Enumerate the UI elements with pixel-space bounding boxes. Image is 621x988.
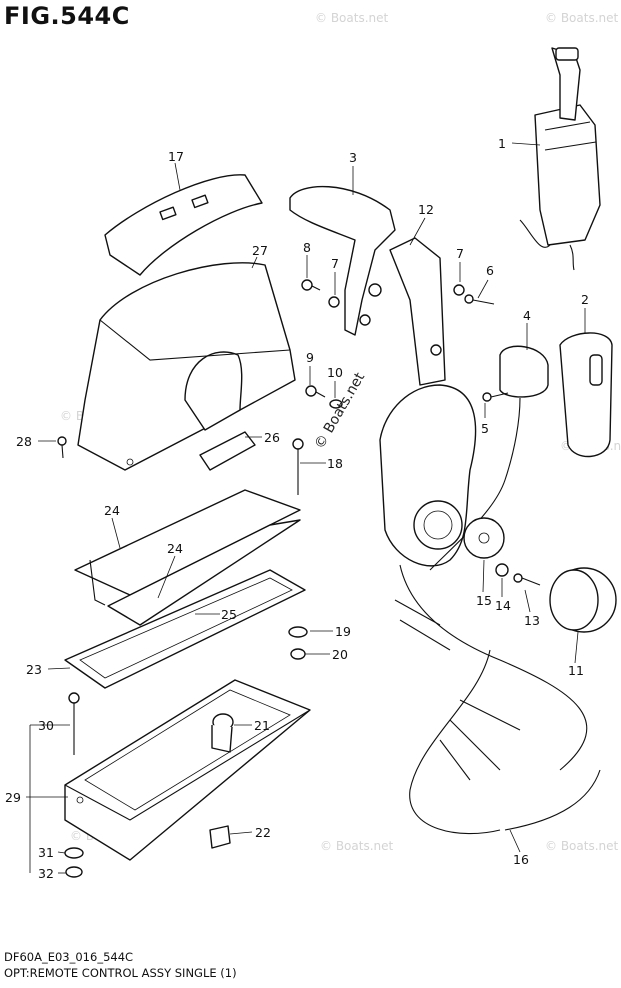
- callout-28[interactable]: 28: [16, 434, 32, 449]
- watermark-faint: © Boats.net: [545, 11, 619, 25]
- callout-22[interactable]: 22: [255, 825, 271, 840]
- callout-24[interactable]: 24: [104, 503, 120, 518]
- part-22-clamp[interactable]: [209, 825, 231, 849]
- part-3-handle-lever[interactable]: [289, 185, 396, 336]
- part-1-remote-control-box[interactable]: [519, 47, 601, 271]
- callout-10[interactable]: 10: [327, 365, 343, 380]
- callout-31[interactable]: 31: [38, 845, 54, 860]
- watermark-faint: © Boats.net: [315, 11, 389, 25]
- callout-1[interactable]: 1: [498, 136, 506, 151]
- callout-19[interactable]: 19: [335, 624, 351, 639]
- part-29-base[interactable]: [64, 679, 311, 861]
- callout-25[interactable]: 25: [221, 607, 237, 622]
- callout-7[interactable]: 7: [456, 246, 464, 261]
- part-2-grip-cover[interactable]: [559, 332, 613, 458]
- watermark-faint: © Boats.net: [545, 839, 619, 853]
- part-28-screw[interactable]: [57, 436, 67, 459]
- callout-26[interactable]: 26: [264, 430, 280, 445]
- part-32-nut[interactable]: [65, 866, 83, 878]
- callout-16[interactable]: 16: [513, 852, 529, 867]
- callout-18[interactable]: 18: [327, 456, 343, 471]
- part-13-screw[interactable]: [513, 573, 541, 586]
- callout-27[interactable]: 27: [252, 243, 268, 258]
- callout-14[interactable]: 14: [495, 598, 511, 613]
- callout-labels: 1 2 3 4 5 6 7 7 8 9 10 11 12 13 14 15 16…: [5, 136, 589, 881]
- callout-24[interactable]: 24: [167, 541, 183, 556]
- part-31-washer[interactable]: [64, 847, 84, 859]
- part-5-screw[interactable]: [482, 392, 509, 402]
- callout-8[interactable]: 8: [303, 240, 311, 255]
- callout-15[interactable]: 15: [476, 593, 492, 608]
- callout-29[interactable]: 29: [5, 790, 21, 805]
- part-10-washer[interactable]: [329, 399, 343, 409]
- part-17-top-cover[interactable]: [104, 174, 263, 276]
- figure-code: DF60A_E03_016_544C: [4, 950, 134, 964]
- figure-title: FIG.544C: [4, 2, 130, 30]
- part-26-bracket[interactable]: [199, 431, 256, 471]
- callout-21[interactable]: 21: [254, 718, 270, 733]
- lever-body: [379, 384, 477, 567]
- callout-12[interactable]: 12: [418, 202, 434, 217]
- callout-30[interactable]: 30: [38, 718, 54, 733]
- callout-4[interactable]: 4: [523, 308, 531, 323]
- part-24-plate-lower[interactable]: [107, 519, 301, 626]
- callout-6[interactable]: 6: [486, 263, 494, 278]
- part-15-plate[interactable]: [463, 517, 505, 559]
- part-24-plate-upper[interactable]: [74, 489, 301, 606]
- callout-13[interactable]: 13: [524, 613, 540, 628]
- callout-5[interactable]: 5: [481, 421, 489, 436]
- callout-2[interactable]: 2: [581, 292, 589, 307]
- part-4-switch[interactable]: [429, 345, 549, 571]
- part-18-bolt[interactable]: [292, 438, 304, 495]
- callout-11[interactable]: 11: [568, 663, 584, 678]
- part-16-wiring-harness[interactable]: [394, 564, 601, 835]
- part-12-control-arm[interactable]: [389, 237, 446, 386]
- figure-description: OPT:REMOTE CONTROL ASSY SINGLE (1): [4, 966, 237, 980]
- watermark-main: © Boats.net: [312, 370, 369, 452]
- callout-9[interactable]: 9: [306, 350, 314, 365]
- part-7-washer[interactable]: [328, 296, 340, 308]
- part-11-cap[interactable]: [549, 567, 617, 633]
- callout-7[interactable]: 7: [331, 256, 339, 271]
- leader-lines: [26, 142, 586, 874]
- part-9-bolt[interactable]: [305, 385, 326, 398]
- part-23-gasket[interactable]: [64, 569, 306, 689]
- callout-32[interactable]: 32: [38, 866, 54, 881]
- callout-23[interactable]: 23: [26, 662, 42, 677]
- part-30-bolt[interactable]: [68, 692, 80, 755]
- callout-3[interactable]: 3: [349, 150, 357, 165]
- callout-17[interactable]: 17: [168, 149, 184, 164]
- part-8-bolt[interactable]: [301, 279, 321, 291]
- part-21-clip[interactable]: [211, 713, 234, 753]
- part-19-washer[interactable]: [288, 626, 308, 638]
- part-14-washer[interactable]: [495, 563, 509, 577]
- part-20-nut[interactable]: [290, 648, 306, 660]
- watermark-faint: © Boats.net: [320, 839, 394, 853]
- callout-20[interactable]: 20: [332, 647, 348, 662]
- part-27-main-housing[interactable]: [77, 262, 296, 471]
- part-6-screw[interactable]: [464, 294, 495, 305]
- part-7-washer[interactable]: [453, 284, 465, 296]
